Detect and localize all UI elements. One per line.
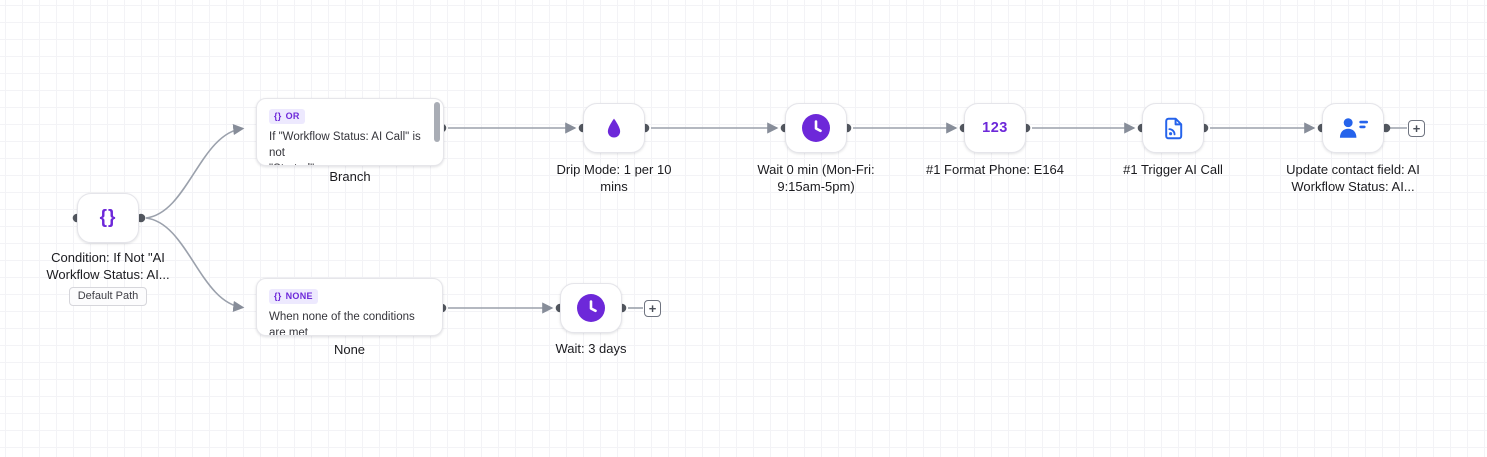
braces-icon: {}	[99, 207, 117, 228]
none-badge-label: NONE	[285, 291, 313, 301]
braces-badge-icon: {}	[274, 111, 282, 121]
node-wait-window[interactable]	[785, 103, 847, 153]
plus-icon: +	[1412, 121, 1421, 136]
connector-lines	[145, 122, 1407, 314]
wait-window-node-label: Wait 0 min (Mon-Fri: 9:15am-5pm)	[731, 162, 901, 195]
condition-node-label: Condition: If Not "AI Workflow Status: A…	[18, 250, 198, 306]
update-contact-label-line1: Update contact field: AI	[1286, 162, 1420, 177]
none-condition-card[interactable]: {} NONE When none of the conditions are …	[256, 278, 443, 336]
drop-icon	[607, 118, 621, 137]
drip-label-line2: mins	[600, 178, 628, 194]
none-condition-text: When none of the conditions are met	[269, 311, 415, 336]
condition-label-line1: Condition: If Not "AI	[51, 250, 165, 265]
node-trigger-ai-call[interactable]	[1142, 103, 1204, 153]
document-signal-icon	[1164, 117, 1182, 139]
card-scrollbar-thumb[interactable]	[434, 102, 440, 142]
drip-label-line1: Drip Mode: 1 per 10	[556, 162, 672, 177]
or-badge-label: OR	[285, 111, 300, 121]
clock-icon	[802, 114, 830, 142]
or-badge: {} OR	[269, 109, 305, 124]
add-step-button-top[interactable]: +	[1408, 120, 1425, 137]
wait-window-label-line2: 9:15am-5pm)	[777, 178, 855, 194]
node-condition[interactable]: {}	[77, 193, 139, 243]
node-drip-mode[interactable]	[583, 103, 645, 153]
braces-badge-icon: {}	[274, 291, 282, 301]
wire-condition-to-branch	[145, 123, 245, 219]
wire-condition-to-none	[145, 217, 245, 313]
node-update-contact-field[interactable]	[1322, 103, 1384, 153]
none-badge: {} NONE	[269, 289, 318, 304]
plus-icon: +	[648, 301, 657, 316]
condition-label-line2: Workflow Status: AI...	[46, 266, 170, 282]
node-wait-delay[interactable]	[560, 283, 622, 333]
none-node-label: None	[333, 342, 366, 357]
default-path-badge[interactable]: Default Path	[68, 287, 148, 306]
branch-condition-line1: If "Workflow Status: AI Call" is not	[269, 131, 421, 159]
person-list-icon	[1339, 118, 1368, 138]
trigger-node-label: #1 Trigger AI Call	[1123, 162, 1223, 177]
clock-icon	[577, 294, 605, 322]
update-contact-node-label: Update contact field: AI Workflow Status…	[1262, 162, 1444, 195]
format-phone-node-label: #1 Format Phone: E164	[925, 162, 1065, 177]
drip-node-label: Drip Mode: 1 per 10 mins	[534, 162, 694, 195]
branch-condition-card[interactable]: {} OR If "Workflow Status: AI Call" is n…	[256, 98, 444, 166]
wait-window-label-line1: Wait 0 min (Mon-Fri:	[757, 162, 875, 177]
update-contact-label-line2: Workflow Status: AI...	[1291, 178, 1415, 194]
wait-delay-node-label: Wait: 3 days	[555, 341, 627, 356]
branch-node-label: Branch	[329, 169, 371, 184]
branch-condition-line2: "Started"	[269, 161, 431, 165]
node-format-phone[interactable]: 123	[964, 103, 1026, 153]
numbers-icon: 123	[982, 120, 1008, 136]
add-step-button-bottom[interactable]: +	[644, 300, 661, 317]
